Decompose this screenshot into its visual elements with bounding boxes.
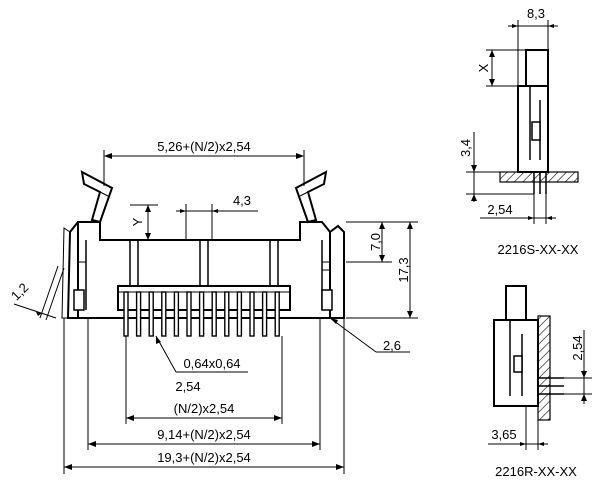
dim-r-offset: 3,65	[488, 406, 548, 450]
dim-wall: 1,2	[8, 265, 65, 321]
pin	[236, 291, 243, 337]
pin	[186, 291, 192, 337]
pin	[224, 291, 230, 337]
dim-pitch-gap: 4,3	[176, 193, 258, 240]
dim-pitch-gap-label: 4,3	[233, 193, 251, 208]
latch-right	[294, 170, 328, 224]
caption-2216s: 2216S-XX-XX	[498, 242, 579, 257]
dim-r-pin-pitch: 2,54	[564, 330, 592, 404]
dim-top-width-label: 5,26+(N/2)x2,54	[157, 139, 251, 154]
side-view-s: 8,3 X 3,4 2,54 2216	[458, 6, 579, 257]
pin	[161, 291, 167, 337]
dim-s-pin-height-label: 3,4	[458, 139, 473, 157]
caption-2216r: 2216R-XX-XX	[495, 464, 577, 479]
side-view-r: 2,54 3,65 2216R-XX-XX	[488, 285, 592, 479]
pin	[123, 291, 129, 337]
dim-r-offset-label: 3,65	[491, 427, 516, 442]
dim-inner-width-label: 9,14+(N/2)x2,54	[157, 427, 251, 442]
dim-s-x: X	[476, 49, 526, 87]
dim-pin-span: (N/2)x2,54	[125, 336, 283, 424]
dim-height-total-label: 17,3	[396, 257, 411, 282]
dim-inner-width: 9,14+(N/2)x2,54	[87, 318, 321, 450]
pin	[198, 291, 205, 337]
pin	[249, 291, 255, 337]
dim-outer-width-label: 19,3+(N/2)x2,54	[157, 450, 251, 465]
dim-pin-size-label: 0,64x0,64	[183, 356, 240, 371]
dim-height-total: 17,3	[346, 221, 418, 319]
dim-wall-label: 1,2	[8, 280, 31, 303]
dim-offset-label: 2,6	[383, 338, 401, 353]
pin-group	[123, 291, 280, 337]
dim-s-width-label: 8,3	[527, 6, 545, 21]
latch-left	[80, 170, 114, 224]
dim-top-width: 5,26+(N/2)x2,54	[103, 139, 305, 186]
pin	[261, 291, 268, 337]
dim-pin-pitch-label: 2,54	[175, 379, 200, 394]
pin	[173, 291, 180, 337]
pin	[148, 291, 154, 337]
dim-r-pin-pitch-label: 2,54	[570, 335, 585, 360]
pin	[135, 291, 142, 337]
dim-s-pin-pitch: 2,54	[480, 194, 556, 224]
dim-height-inner-label: 7,0	[368, 233, 383, 251]
pin	[274, 291, 280, 337]
dim-offset: 2,6	[329, 317, 410, 353]
dim-pin-span-label: (N/2)x2,54	[174, 401, 235, 416]
dim-outer-width: 19,3+(N/2)x2,54	[63, 318, 345, 474]
dim-s-x-label: X	[476, 63, 491, 72]
front-view: 5,26+(N/2)x2,54 4,3 Y 7,0	[8, 139, 418, 474]
dim-pin-size: 0,64x0,64 2,54	[155, 335, 248, 394]
dim-s-pin-height: 3,4	[458, 132, 534, 202]
pin	[211, 291, 217, 337]
dim-s-pin-pitch-label: 2,54	[487, 202, 512, 217]
dim-s-width: 8,3	[508, 6, 558, 86]
dim-y-label: Y	[130, 217, 145, 226]
dim-y: Y	[130, 204, 158, 240]
dim-height-inner: 7,0	[346, 221, 392, 263]
